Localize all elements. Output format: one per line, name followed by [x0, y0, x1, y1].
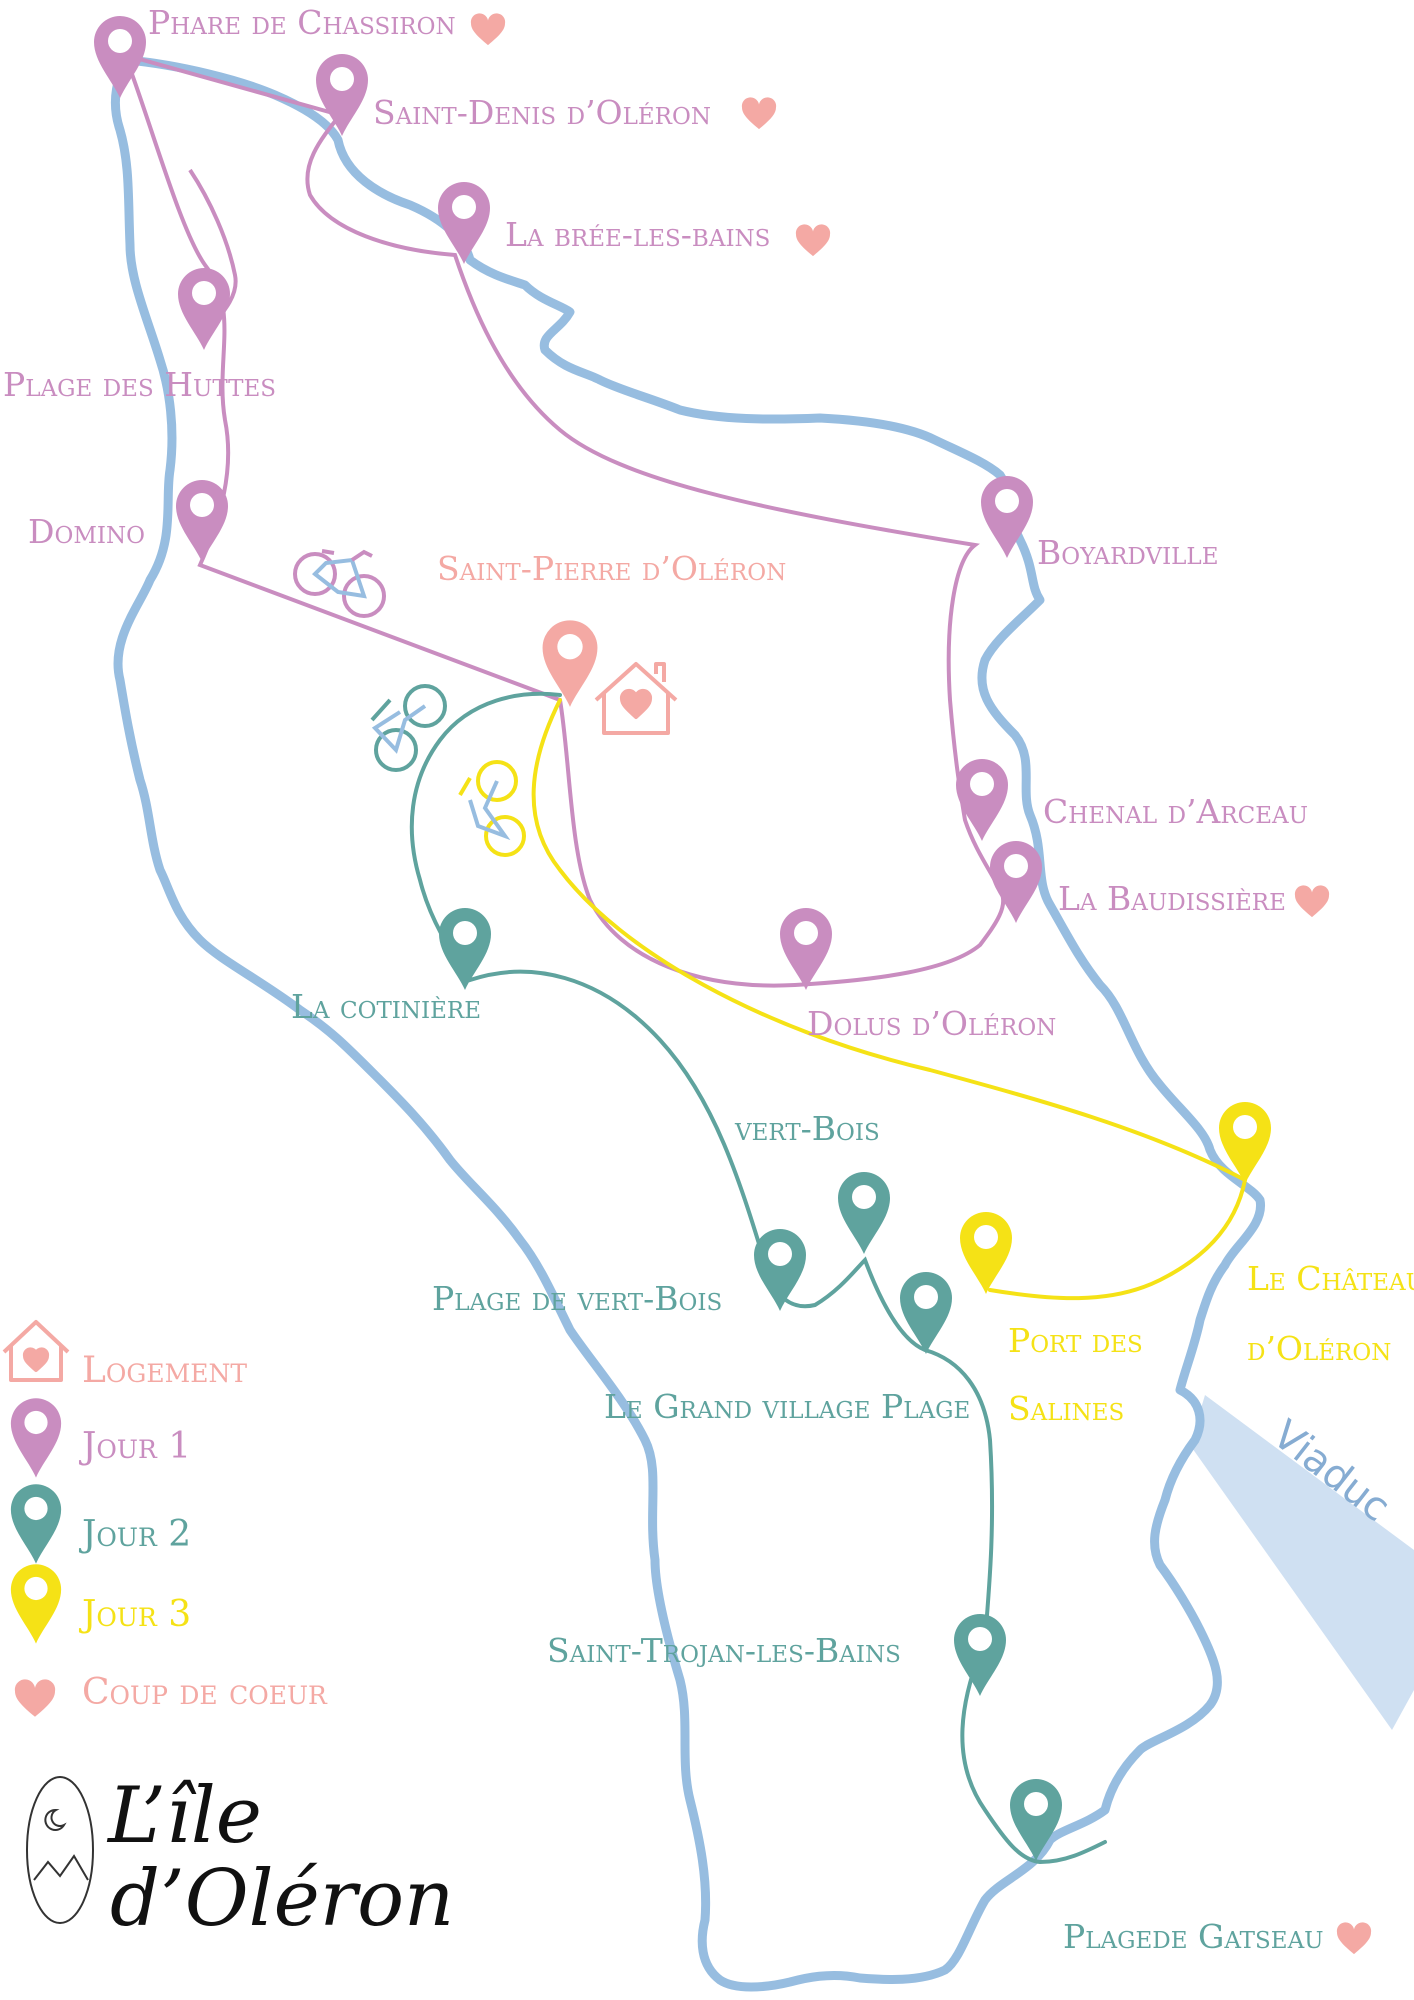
label-saint-trojan: Saint-Trojan-les-Bains: [547, 1631, 901, 1670]
pin-la-bree[interactable]: [438, 182, 490, 264]
label-baudissiere: La Baudissière: [1058, 879, 1286, 918]
heart-icon-gatseau: [1336, 1922, 1372, 1955]
label-cotiniere: La cotinière: [291, 987, 481, 1026]
bicycle-icon-jour2: [370, 684, 447, 772]
legend: Logement Jour 1 Jour 2 Jour 3 Coup de co…: [2, 1320, 328, 1717]
house-icon: [594, 662, 678, 735]
bicycle-icon-jour3: [458, 760, 526, 857]
heart-icon-saint-denis: [741, 97, 777, 130]
label-chassiron: Phare de Chassiron: [148, 3, 456, 42]
label-domino: Domino: [28, 512, 145, 551]
legend-house-icon: [2, 1320, 70, 1382]
label-gatseau: Plagede Gatseau: [1063, 1917, 1324, 1956]
island-coastline: [110, 55, 1265, 1992]
heart-icon-baudissiere: [1294, 885, 1330, 918]
label-plage-vert-bois: Plage de vert-Bois: [432, 1279, 722, 1318]
legend-logement: Logement: [82, 1350, 247, 1391]
legend-jour2: Jour 2: [78, 1514, 191, 1555]
legend-jour1: Jour 1: [78, 1426, 191, 1467]
legend-coup-de-coeur: Coup de coeur: [82, 1672, 328, 1713]
legend-pin-jour3: [10, 1564, 62, 1644]
heart-icon-la-bree: [795, 224, 831, 257]
label-saint-denis: Saint-Denis d’Oléron: [373, 93, 711, 132]
viaduc-bridge: [1190, 1395, 1414, 1730]
label-la-bree: La brée-les-bains: [505, 215, 770, 254]
legend-pin-jour2: [10, 1484, 62, 1564]
label-grand-village: Le Grand village Plage: [604, 1387, 970, 1426]
pin-dolus[interactable]: [780, 908, 832, 990]
label-saint-pierre: Saint-Pierre d’Oléron: [437, 549, 786, 588]
pin-chassiron[interactable]: [94, 16, 146, 98]
pin-domino[interactable]: [176, 480, 228, 562]
label-plage-huttes: Plage des Huttes: [3, 365, 276, 404]
pin-vert-bois[interactable]: [838, 1172, 890, 1254]
label-vert-bois: vert-Bois: [734, 1109, 880, 1148]
label-port-salines-line2: Salines: [1008, 1389, 1124, 1428]
jour3-route: [531, 698, 1248, 1301]
legend-jour3: Jour 3: [78, 1594, 191, 1635]
heart-icon-chassiron: [470, 13, 506, 46]
label-dolus: Dolus d’Oléron: [807, 1004, 1056, 1043]
pin-gatseau[interactable]: [1010, 1779, 1062, 1861]
pin-port-salines[interactable]: [960, 1212, 1012, 1294]
label-chenal-arceau: Chenal d’Arceau: [1043, 792, 1308, 831]
title-line2: d’Oléron: [110, 1854, 454, 1944]
moon-logo: [26, 1776, 94, 1924]
label-port-salines-line1: Port des: [1008, 1321, 1143, 1360]
label-chateau-line1: Le Château: [1247, 1259, 1414, 1298]
pin-chenal-arceau[interactable]: [956, 759, 1008, 841]
pin-plage-huttes[interactable]: [178, 268, 230, 350]
pin-grand-village[interactable]: [900, 1272, 952, 1354]
label-boyardville: Boyardville: [1037, 533, 1219, 572]
jour1-route: [121, 52, 1006, 988]
legend-heart-icon: [14, 1679, 56, 1717]
pin-saint-trojan[interactable]: [954, 1614, 1006, 1696]
jour2-route: [409, 691, 1107, 1865]
pin-baudissiere[interactable]: [990, 841, 1042, 923]
title-line1: L’île: [106, 1771, 262, 1861]
label-chateau-line2: d’Oléron: [1247, 1329, 1391, 1368]
bicycle-icon-jour1: [293, 549, 386, 618]
legend-pin-jour1: [10, 1398, 62, 1478]
pin-plage-vert-bois[interactable]: [754, 1229, 806, 1311]
